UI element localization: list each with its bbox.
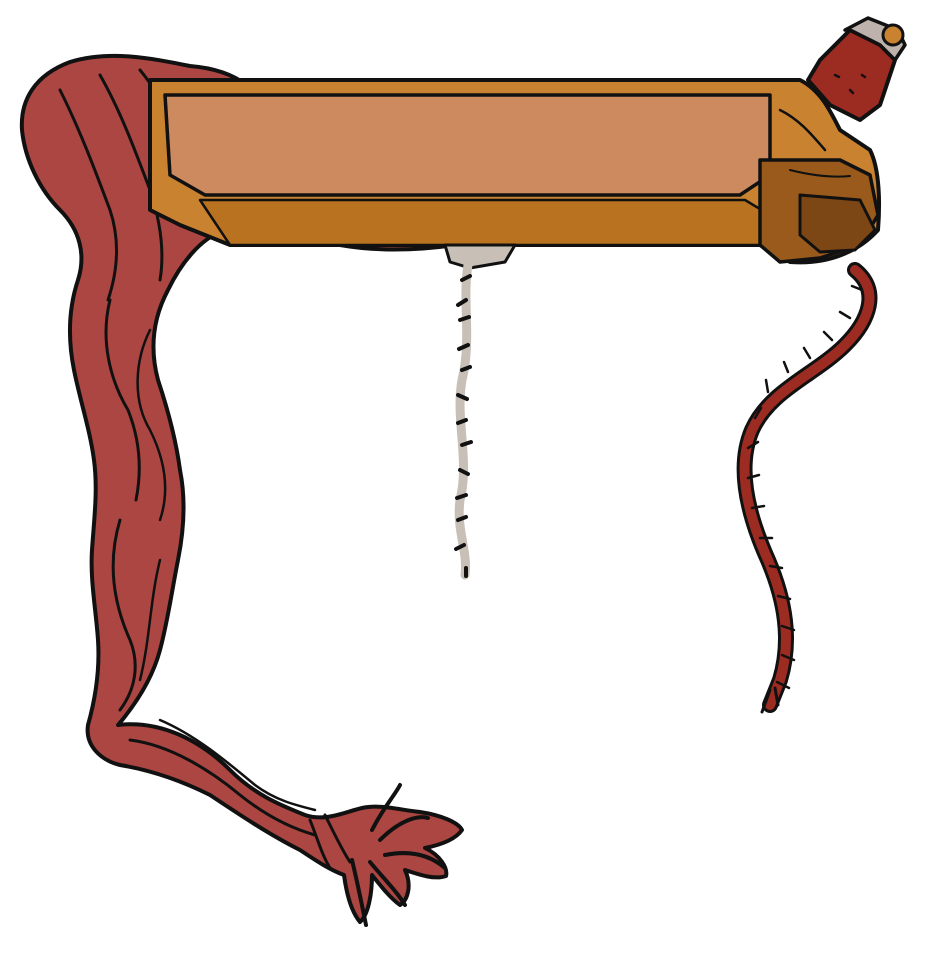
arm-shade-5 <box>136 328 167 522</box>
claw-finger-4 <box>368 860 407 907</box>
arm-shade-7 <box>138 558 162 682</box>
tail-fill <box>739 265 875 710</box>
chain-mount <box>443 243 517 270</box>
claw-finger-3 <box>383 851 447 870</box>
arm-shade-1 <box>58 88 118 302</box>
arm-shade-4 <box>104 298 141 502</box>
claw-finger-1 <box>370 783 402 832</box>
hanging-chain <box>443 243 517 580</box>
segmented-tail <box>736 262 878 714</box>
bar-panel <box>163 93 772 197</box>
bar-grain-2 <box>789 169 851 178</box>
bar-grain-1 <box>778 108 827 152</box>
cap-knob <box>881 23 905 47</box>
wooden-bar <box>148 78 882 265</box>
bar-bevel <box>198 198 772 247</box>
cap-dots <box>833 73 867 95</box>
bar-end-detail <box>798 193 877 254</box>
wrist-lines <box>308 813 352 870</box>
tail-segments <box>746 284 864 690</box>
arm-shade-6 <box>111 518 137 712</box>
arm-shade-8 <box>128 738 317 837</box>
bottle-cap <box>806 16 907 122</box>
arm-shade-9 <box>158 718 317 812</box>
claw-finger-5 <box>350 858 368 927</box>
tail-tip <box>760 686 780 714</box>
chain-links <box>454 274 473 578</box>
claw-finger-2 <box>378 815 430 842</box>
